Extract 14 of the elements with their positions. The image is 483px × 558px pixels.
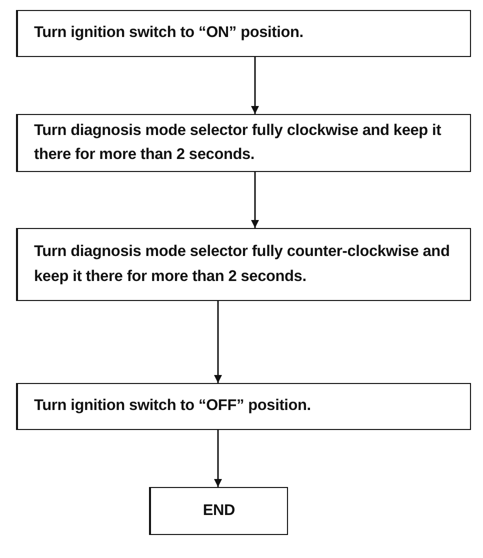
arrow: [214, 301, 222, 383]
step-text: Turn ignition switch to “ON” position.: [34, 23, 304, 44]
arrow: [251, 172, 259, 228]
process-box: [16, 383, 471, 430]
process-box: [149, 487, 288, 535]
arrow: [214, 430, 222, 487]
process-box: [16, 114, 471, 172]
arrow: [251, 57, 259, 114]
step-text: Turn diagnosis mode selector fully clockwise and keep it there for more than 2 seconds.: [34, 120, 442, 165]
process-box: [16, 228, 471, 301]
process-box: [16, 10, 471, 57]
step-text: Turn diagnosis mode selector fully counter-clockwise and keep it there for more than 2 seconds.: [34, 242, 451, 286]
end-label: END: [202, 500, 236, 521]
step-text: Turn ignition switch to “OFF” position.: [34, 396, 311, 416]
